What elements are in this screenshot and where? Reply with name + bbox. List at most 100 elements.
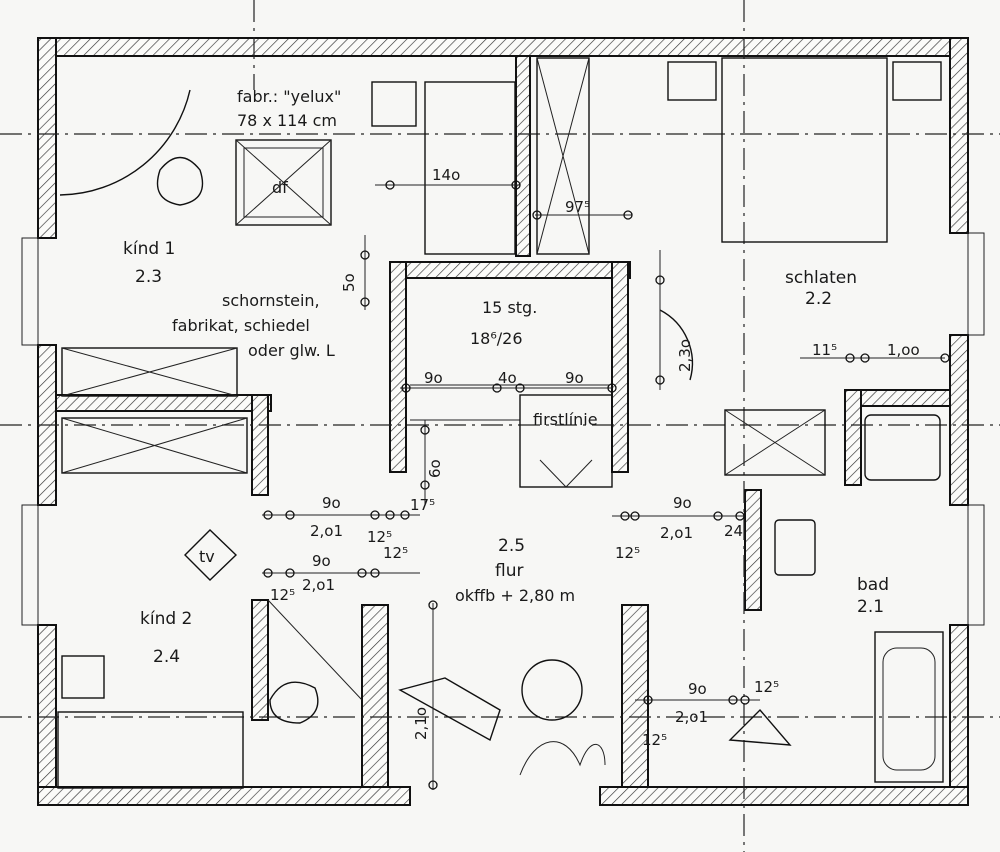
room-bad-name: bad	[857, 575, 889, 595]
dim-125c: 12⁵	[270, 586, 295, 604]
stair-wall-right	[611, 261, 629, 473]
wardrobe-kind2	[61, 417, 248, 474]
room-kind2-number: 2.4	[153, 647, 180, 667]
nightstand-left	[667, 61, 717, 101]
washbasin	[864, 414, 941, 481]
dim-90b: 9o	[565, 369, 584, 387]
dim-125d: 12⁵	[615, 544, 640, 562]
south-wall-right	[599, 786, 969, 806]
room-kind1-number: 2.3	[135, 267, 162, 287]
dim-90c: 9o	[322, 494, 341, 512]
dim-210: 2,1o	[412, 707, 430, 740]
wall-kind1-kind2	[55, 394, 272, 412]
nightstand-kind2	[61, 655, 105, 699]
west-wall-upper	[37, 37, 57, 239]
room-kind2-name: kínd 2	[140, 609, 192, 629]
toilet	[774, 519, 816, 576]
dim-24: 24	[724, 522, 743, 540]
flur-floor-level: okffb + 2,80 m	[455, 586, 575, 605]
wall-bad-corner	[844, 389, 862, 486]
round-table	[521, 659, 583, 721]
bad-door-chair	[728, 708, 792, 746]
dim-201b: 2,o1	[302, 576, 335, 594]
room-bad-number: 2.1	[857, 597, 884, 617]
east-wall-upper	[949, 37, 969, 234]
dim-201d: 2,o1	[675, 708, 708, 726]
west-window-1	[21, 237, 39, 346]
chair	[156, 156, 204, 206]
stair-landing	[519, 394, 613, 488]
tv-stand	[184, 529, 238, 581]
plant	[519, 741, 606, 776]
skylight-size: 78 x 114 cm	[237, 111, 337, 130]
wall-kind2-upper	[251, 394, 269, 496]
chimney-note-1: schornstein,	[222, 291, 320, 310]
dim-90f: 9o	[688, 680, 707, 698]
dim-125b: 12⁵	[383, 544, 408, 562]
bed-kind2	[57, 711, 244, 789]
tv-label: tv	[199, 547, 215, 566]
exterior-walls	[21, 37, 985, 806]
skylight-make: fabr.: "yelux"	[237, 87, 341, 106]
dimension-lines	[262, 180, 950, 790]
double-bed	[721, 57, 888, 243]
east-window-2	[967, 504, 985, 626]
dim-975: 97⁵	[565, 198, 590, 216]
interior-walls	[55, 55, 951, 788]
dim-175: 17⁵	[410, 496, 435, 514]
dim-60: 6o	[426, 459, 444, 478]
room-schlafen-name: schlaten	[785, 268, 857, 288]
bed-kind1	[424, 81, 516, 255]
wall-flur-right	[621, 604, 649, 788]
west-wall-lower	[37, 624, 57, 806]
room-schlafen-number: 2.2	[805, 289, 832, 309]
dim-90e: 9o	[673, 494, 692, 512]
stair-wall-left	[389, 261, 407, 473]
chimney-note-2: fabrikat, schiedel	[172, 316, 310, 335]
east-wall-lower	[949, 624, 969, 806]
bad-fixtures	[774, 414, 944, 783]
wall-flur-left	[361, 604, 389, 788]
dim-140: 14o	[432, 166, 460, 184]
dim-230: 2,3o	[676, 339, 694, 372]
dim-125e: 12⁵	[754, 678, 779, 696]
dim-125f: 12⁵	[642, 731, 667, 749]
skylight-tag: df	[272, 178, 288, 197]
north-wall	[37, 37, 969, 57]
room-flur-name: flur	[495, 561, 523, 581]
dim-115: 11⁵	[812, 341, 837, 359]
wardrobe-schlafen	[536, 57, 590, 255]
dim-125a: 12⁵	[367, 528, 392, 546]
ridge-line-label: firstlínie	[533, 410, 598, 429]
bedroom-door-swing	[659, 309, 694, 381]
dim-40: 4o	[498, 369, 517, 387]
skylight-frame	[235, 139, 332, 226]
stairs	[398, 384, 792, 776]
room-kind1-name: kínd 1	[123, 239, 175, 259]
labels: fabr.: "yelux" 78 x 114 cm df kínd 1 2.3…	[123, 87, 920, 749]
chimney-note-3: oder glw. L	[248, 341, 335, 360]
wall-kind2-lower	[251, 599, 269, 721]
south-wall-left	[37, 786, 411, 806]
dim-201c: 2,o1	[660, 524, 693, 542]
stair-wall-top	[389, 261, 631, 279]
dim-50: 5o	[340, 273, 358, 292]
door-kind2	[267, 599, 363, 701]
schlafen-furniture	[536, 57, 942, 476]
stairs-rise: 18⁶/26	[470, 329, 523, 348]
dim-90a: 9o	[424, 369, 443, 387]
kind2-furniture	[57, 417, 363, 789]
dim-90d: 9o	[312, 552, 331, 570]
kind1-furniture	[59, 81, 516, 397]
dim-100: 1,oo	[887, 341, 920, 359]
wall-kind1-schlafen	[515, 55, 531, 257]
chair-kind2	[269, 681, 319, 724]
wall-bad-top	[849, 389, 951, 407]
door-swing	[59, 89, 191, 196]
wardrobe-kind1	[61, 347, 238, 397]
west-window-2	[21, 504, 39, 626]
room-flur-number: 2.5	[498, 536, 525, 556]
